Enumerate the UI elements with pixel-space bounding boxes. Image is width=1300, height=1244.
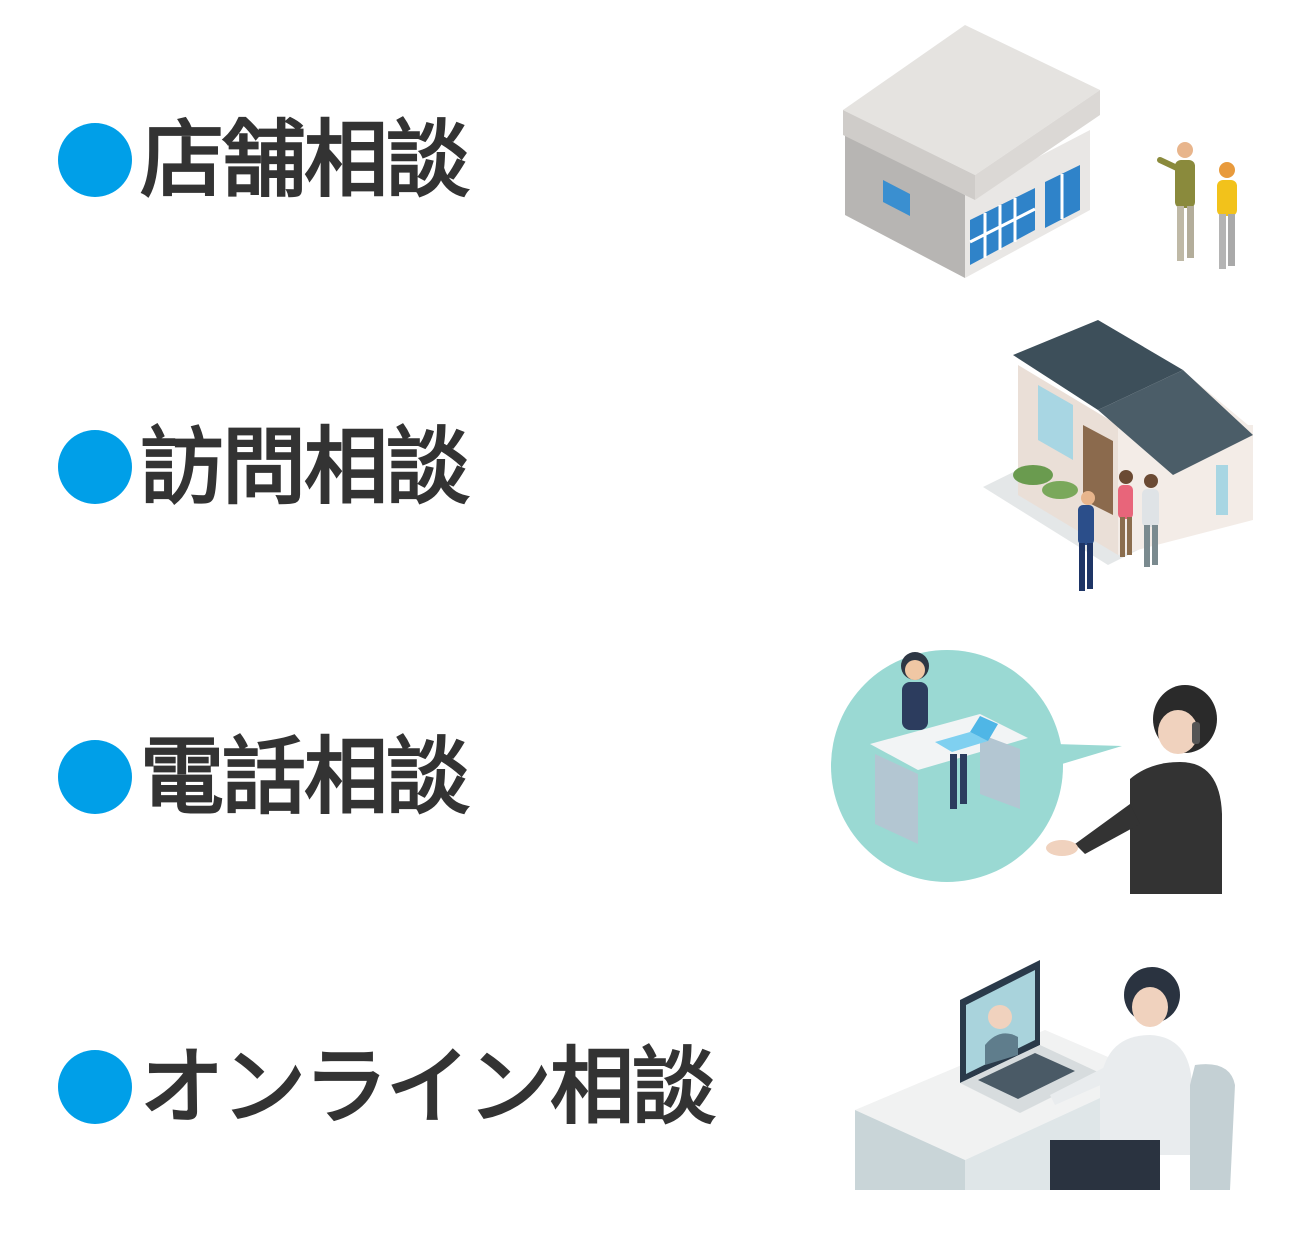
- consultation-item-online: オンライン相談: [0, 930, 1300, 1230]
- item-label: オンライン相談: [140, 1038, 716, 1136]
- item-heading: 電話相談: [58, 728, 470, 826]
- phone-consultation-illustration: [831, 650, 1222, 894]
- item-label: 店舗相談: [140, 111, 470, 209]
- consultation-item-store: 店舗相談: [0, 0, 1300, 300]
- bullet-dot-icon: [58, 740, 132, 814]
- home-visit-illustration: [983, 320, 1253, 591]
- online-consultation-illustration: [855, 960, 1235, 1190]
- item-label: 電話相談: [140, 728, 470, 826]
- bullet-dot-icon: [58, 123, 132, 197]
- store-with-couple-illustration: [843, 25, 1237, 278]
- bullet-dot-icon: [58, 1050, 132, 1124]
- item-heading: オンライン相談: [58, 1038, 716, 1136]
- bullet-dot-icon: [58, 430, 132, 504]
- item-heading: 店舗相談: [58, 111, 470, 209]
- consultation-item-phone: 電話相談: [0, 620, 1300, 920]
- consultation-item-visit: 訪問相談: [0, 300, 1300, 610]
- item-label: 訪問相談: [140, 418, 470, 516]
- item-heading: 訪問相談: [58, 418, 470, 516]
